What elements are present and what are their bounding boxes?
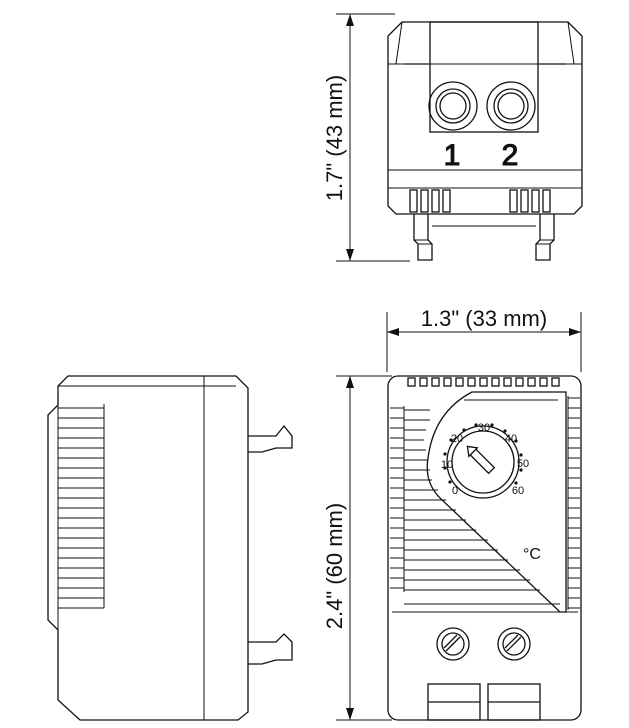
side-clip-bottom	[248, 633, 293, 665]
front-bottom-terminals	[427, 683, 541, 721]
dial-scale-60: 60	[512, 485, 524, 497]
screw-right	[497, 627, 531, 661]
front-body-stripes	[404, 449, 540, 591]
top-vents	[409, 189, 551, 213]
dial-scale-50: 50	[517, 458, 529, 470]
side-vents	[58, 404, 105, 609]
terminal-2-label: 2	[502, 139, 519, 172]
dial-pointer	[466, 445, 496, 475]
width-dimension	[386, 312, 582, 372]
terminal-1	[428, 81, 478, 131]
top-mount-pins	[413, 214, 555, 261]
front-height-label: 2.4" (60 mm)	[322, 503, 347, 629]
front-height-dimension-line	[336, 375, 392, 721]
front-top-ribs	[407, 377, 560, 387]
front-left-vents	[390, 406, 430, 592]
top-height-dimension-line	[336, 13, 410, 262]
dial-scale-10: 10	[441, 459, 453, 471]
dial-ticks	[443, 423, 523, 485]
top-view: 1.7" (43 mm) 1 2	[322, 13, 583, 262]
side-clip-top	[248, 424, 293, 453]
temperature-dial[interactable]	[443, 423, 523, 499]
screw-left	[436, 627, 470, 661]
dial-panel	[426, 391, 567, 613]
terminal-2	[486, 81, 536, 131]
unit-label: °C	[523, 546, 541, 563]
top-height-label: 1.7" (43 mm)	[322, 75, 347, 201]
dial-scale-40: 40	[505, 433, 517, 445]
front-housing	[387, 375, 582, 721]
dial-scale-0: 0	[452, 485, 458, 497]
terminal-1-label: 1	[444, 139, 461, 172]
width-label: 1.3" (33 mm)	[421, 306, 547, 331]
dial-scale-30: 30	[478, 422, 490, 434]
top-housing	[387, 21, 583, 215]
dial-scale-20: 20	[451, 433, 463, 445]
front-view: 2.4" (60 mm)	[322, 375, 582, 721]
side-view	[47, 375, 293, 721]
front-right-vents	[567, 396, 580, 610]
